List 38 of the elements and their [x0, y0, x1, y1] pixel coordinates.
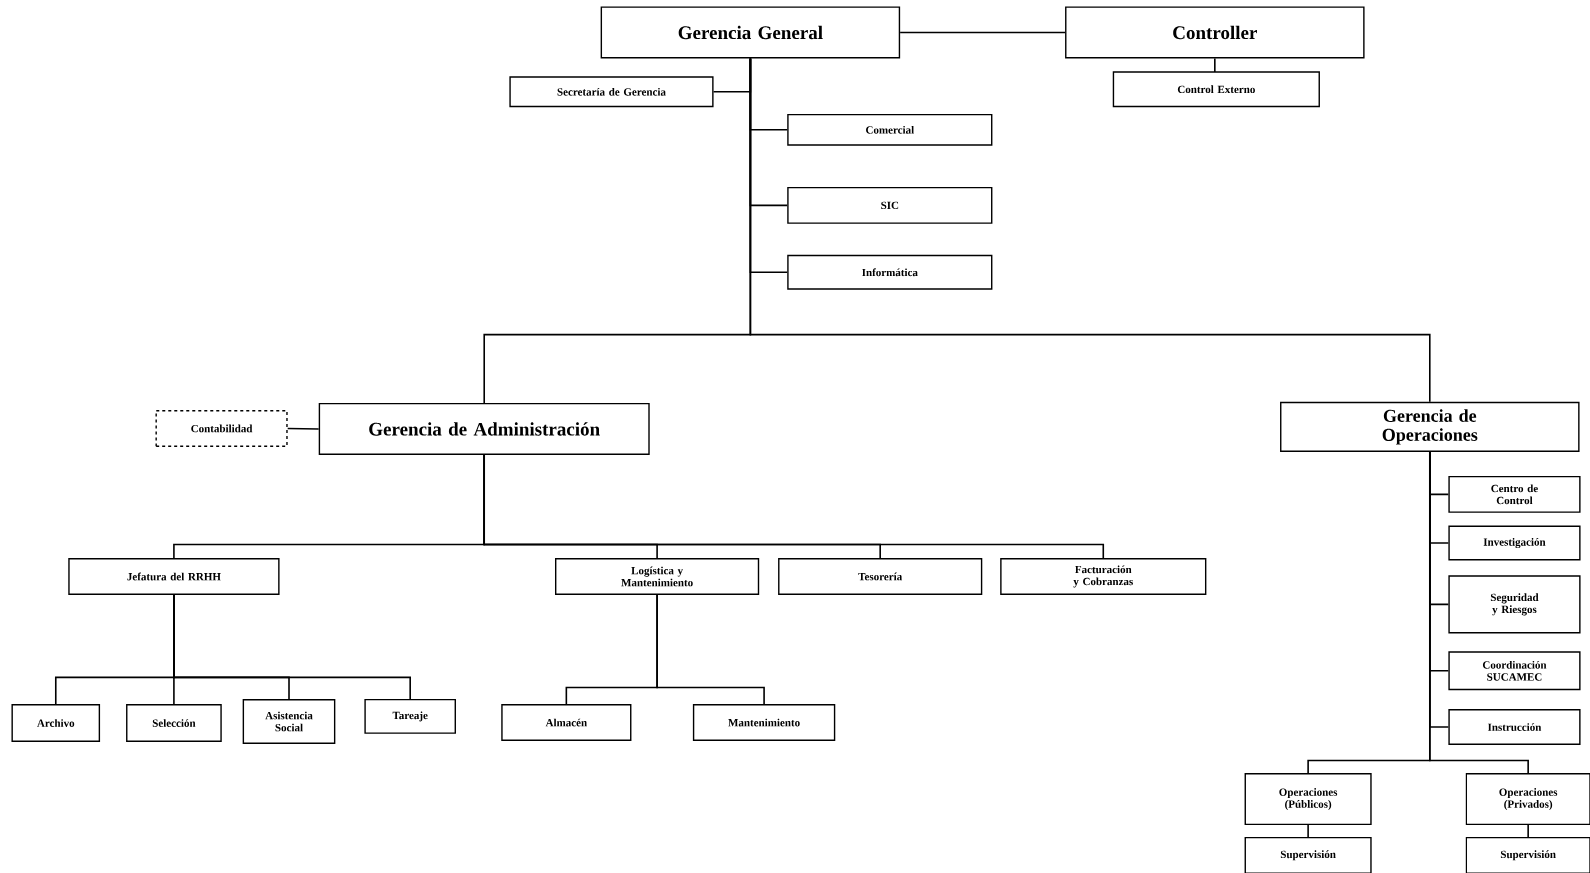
- org-box: Coordinación SUCAMEC: [1448, 651, 1581, 691]
- connector-line: [1527, 824, 1529, 838]
- org-box: Comercial: [787, 113, 993, 146]
- org-box: Operaciones (Privados): [1465, 773, 1590, 826]
- connector-line: [656, 594, 765, 705]
- org-box: Gerencia General: [600, 6, 901, 59]
- connector-line: [1307, 824, 1309, 838]
- connector-line: [749, 57, 1431, 403]
- org-box: Gerencia de Administración: [318, 402, 650, 455]
- org-box: Mantenimiento: [692, 704, 836, 741]
- org-box: Control Externo: [1112, 71, 1320, 108]
- connector-line: [286, 427, 320, 430]
- org-box: Archivo: [11, 704, 101, 742]
- connector-line: [173, 594, 411, 700]
- org-box: Instrucción: [1448, 709, 1581, 746]
- org-box: Operaciones (Públicos): [1244, 773, 1372, 826]
- org-box: Centro de Control: [1448, 475, 1581, 513]
- org-box: Controller: [1065, 6, 1365, 59]
- connector-line: [483, 454, 1105, 559]
- org-box: Tesorería: [778, 558, 983, 595]
- connector-line: [899, 31, 1066, 34]
- dashed-box: Contabilidad: [155, 410, 288, 447]
- org-box: Seguridad y Riesgos: [1448, 575, 1581, 634]
- org-box: Asistencia Social: [242, 699, 336, 744]
- org-box: Supervisión: [1465, 836, 1590, 873]
- org-box: Secretaría de Gerencia: [509, 76, 714, 108]
- org-box: Investigación: [1448, 525, 1581, 561]
- connector-line: [1214, 57, 1216, 73]
- org-box: Supervisión: [1244, 836, 1372, 873]
- org-box: Logística y Mantenimiento: [555, 558, 760, 595]
- org-box: Selección: [126, 704, 222, 742]
- org-box: Tareaje: [364, 698, 456, 734]
- org-box: Jefatura del RRHH: [68, 558, 280, 595]
- org-box: SIC: [787, 186, 993, 224]
- org-box: Gerencia de Operaciones: [1280, 401, 1580, 452]
- org-box: Informática: [787, 254, 993, 290]
- org-box: Almacén: [501, 704, 632, 741]
- org-box: Facturación y Cobranzas: [1000, 558, 1207, 595]
